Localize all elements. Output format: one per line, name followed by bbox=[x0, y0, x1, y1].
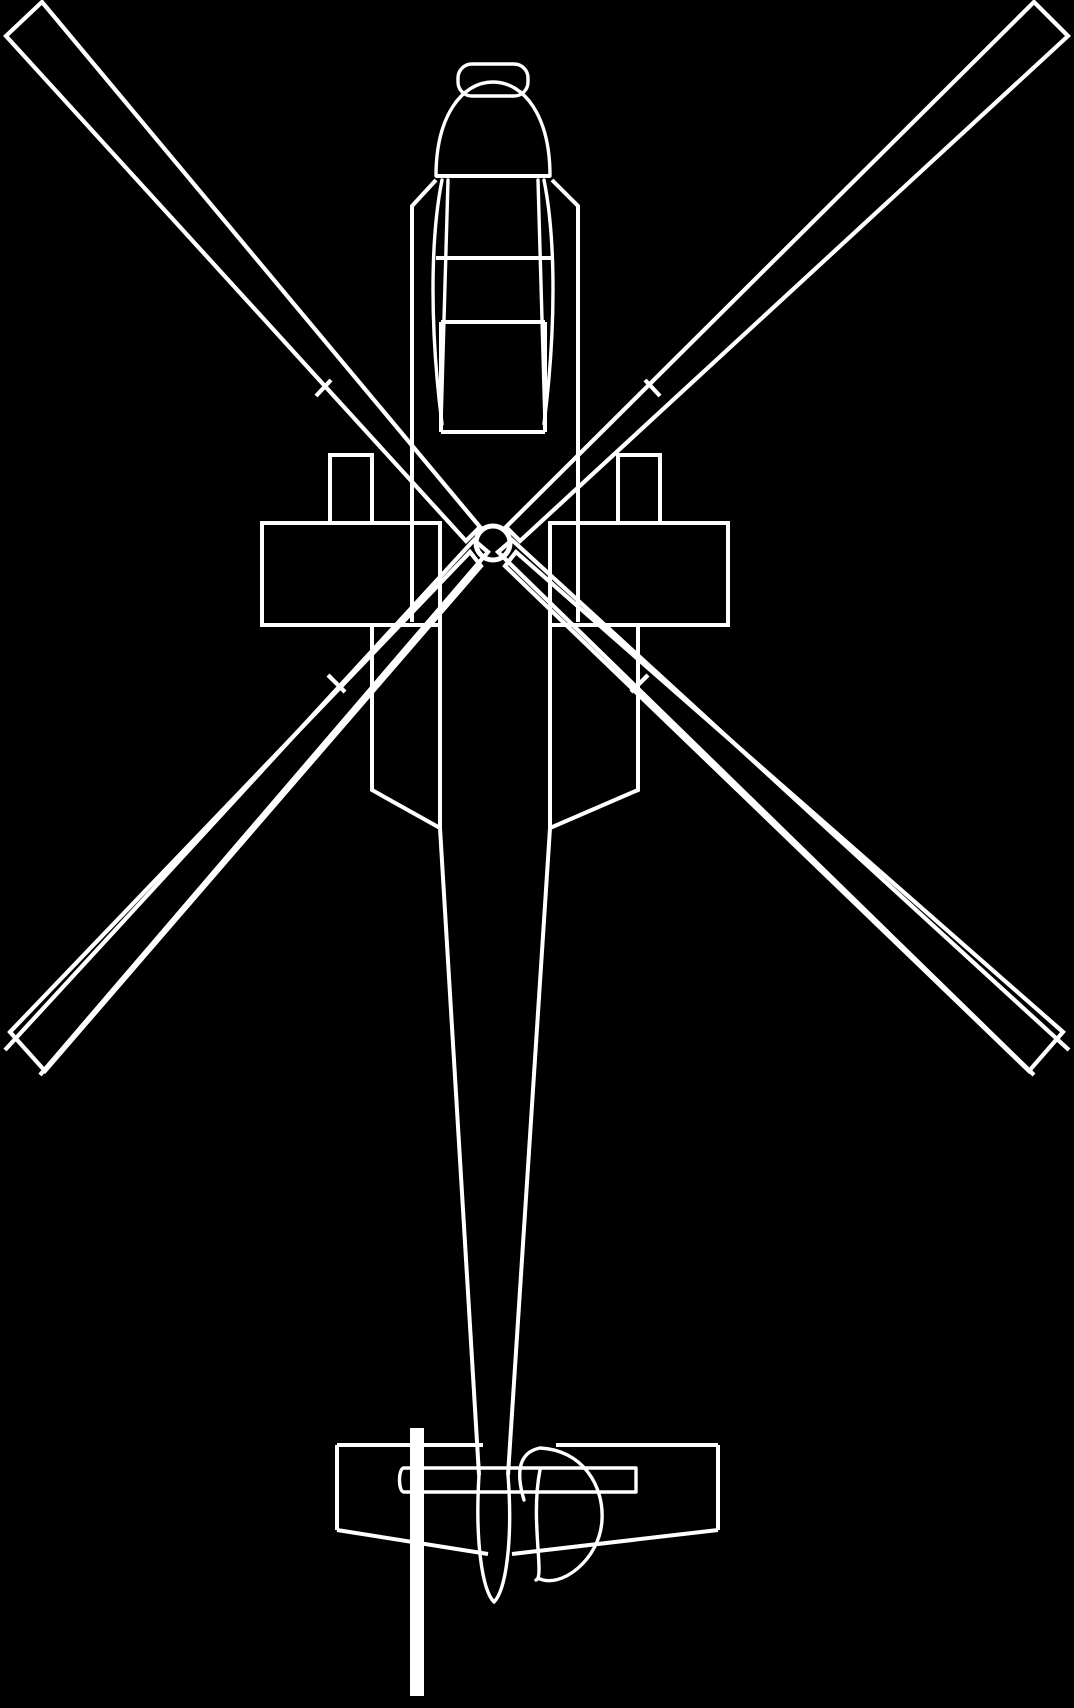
tail-cone-tip bbox=[476, 1473, 512, 1604]
rotor-blade-left-horizontal bbox=[3, 537, 491, 1077]
tail-rotor bbox=[397, 1446, 638, 1583]
rotor-blade-upper-left bbox=[3, 0, 483, 545]
vertical-tail-fin bbox=[410, 1428, 424, 1696]
nose-cone bbox=[434, 80, 552, 178]
main-rotor-hub bbox=[473, 523, 513, 563]
forward-fuselage bbox=[410, 178, 580, 434]
rotor-blade-right-horizontal bbox=[494, 537, 1071, 1077]
tail-boom bbox=[438, 625, 552, 1476]
main-rotor-blades bbox=[3, 0, 1072, 1077]
nose-sensor-turret bbox=[456, 62, 530, 98]
rotor-blade-upper-right bbox=[503, 0, 1072, 544]
